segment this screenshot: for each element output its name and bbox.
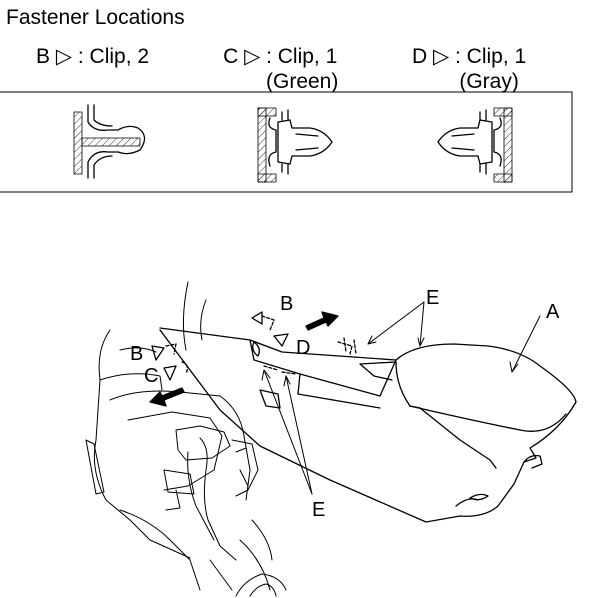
- callout-d-label: D: [296, 337, 310, 359]
- callout-leader-lines: [261, 301, 541, 495]
- callout-b-top-label: B: [280, 293, 293, 315]
- removal-arrow-top-icon: [305, 311, 339, 331]
- fastener-c-legend: C ▷ : Clip, 1 (Green): [222, 44, 338, 94]
- fastener-b-arrow: ▷: [55, 45, 73, 68]
- callout-e-bottom-label: E: [312, 499, 325, 521]
- callout-b-left-label: B: [130, 343, 143, 365]
- fastener-b-desc: : Clip, 2: [77, 45, 150, 68]
- fastener-b-legend: B ▷ : Clip, 2: [36, 44, 149, 69]
- fastener-c-letter: C: [223, 45, 239, 68]
- fastener-b-letter: B: [36, 45, 51, 68]
- fastener-d-legend: D ▷ : Clip, 1 (Gray): [412, 44, 526, 94]
- fastener-d-arrow: ▷: [433, 45, 450, 68]
- clip-b-detail-icon: [73, 104, 146, 179]
- clip-d-detail-icon: [437, 107, 513, 183]
- fastener-d-desc: : Clip, 1: [455, 45, 527, 68]
- clip-marker-e-icons: [263, 341, 353, 375]
- fastener-d-letter: D: [412, 45, 428, 68]
- removal-arrow-left-icon: [149, 387, 185, 407]
- callout-c-left-label: C: [144, 365, 158, 387]
- callout-a-label: A: [546, 301, 560, 323]
- callout-e-top-label: E: [426, 287, 439, 309]
- fastener-c-desc: : Clip, 1: [266, 45, 338, 68]
- diagram-title: Fastener Locations: [6, 6, 185, 29]
- fastener-d-color: (Gray): [459, 70, 519, 93]
- detail-frame: [0, 91, 573, 193]
- clip-marker-c-left-icon: [163, 361, 188, 381]
- clip-c-detail-icon: [257, 107, 333, 183]
- clip-marker-b-top-icon: [251, 311, 275, 331]
- clip-marker-b-left-icon: [151, 343, 177, 361]
- console-box-assembly: [159, 327, 577, 523]
- fastener-c-color: (Green): [266, 70, 339, 93]
- clip-marker-d-icon: [252, 333, 289, 357]
- fastener-c-arrow: ▷: [244, 45, 261, 68]
- vehicle-interior-drawing: [85, 281, 287, 597]
